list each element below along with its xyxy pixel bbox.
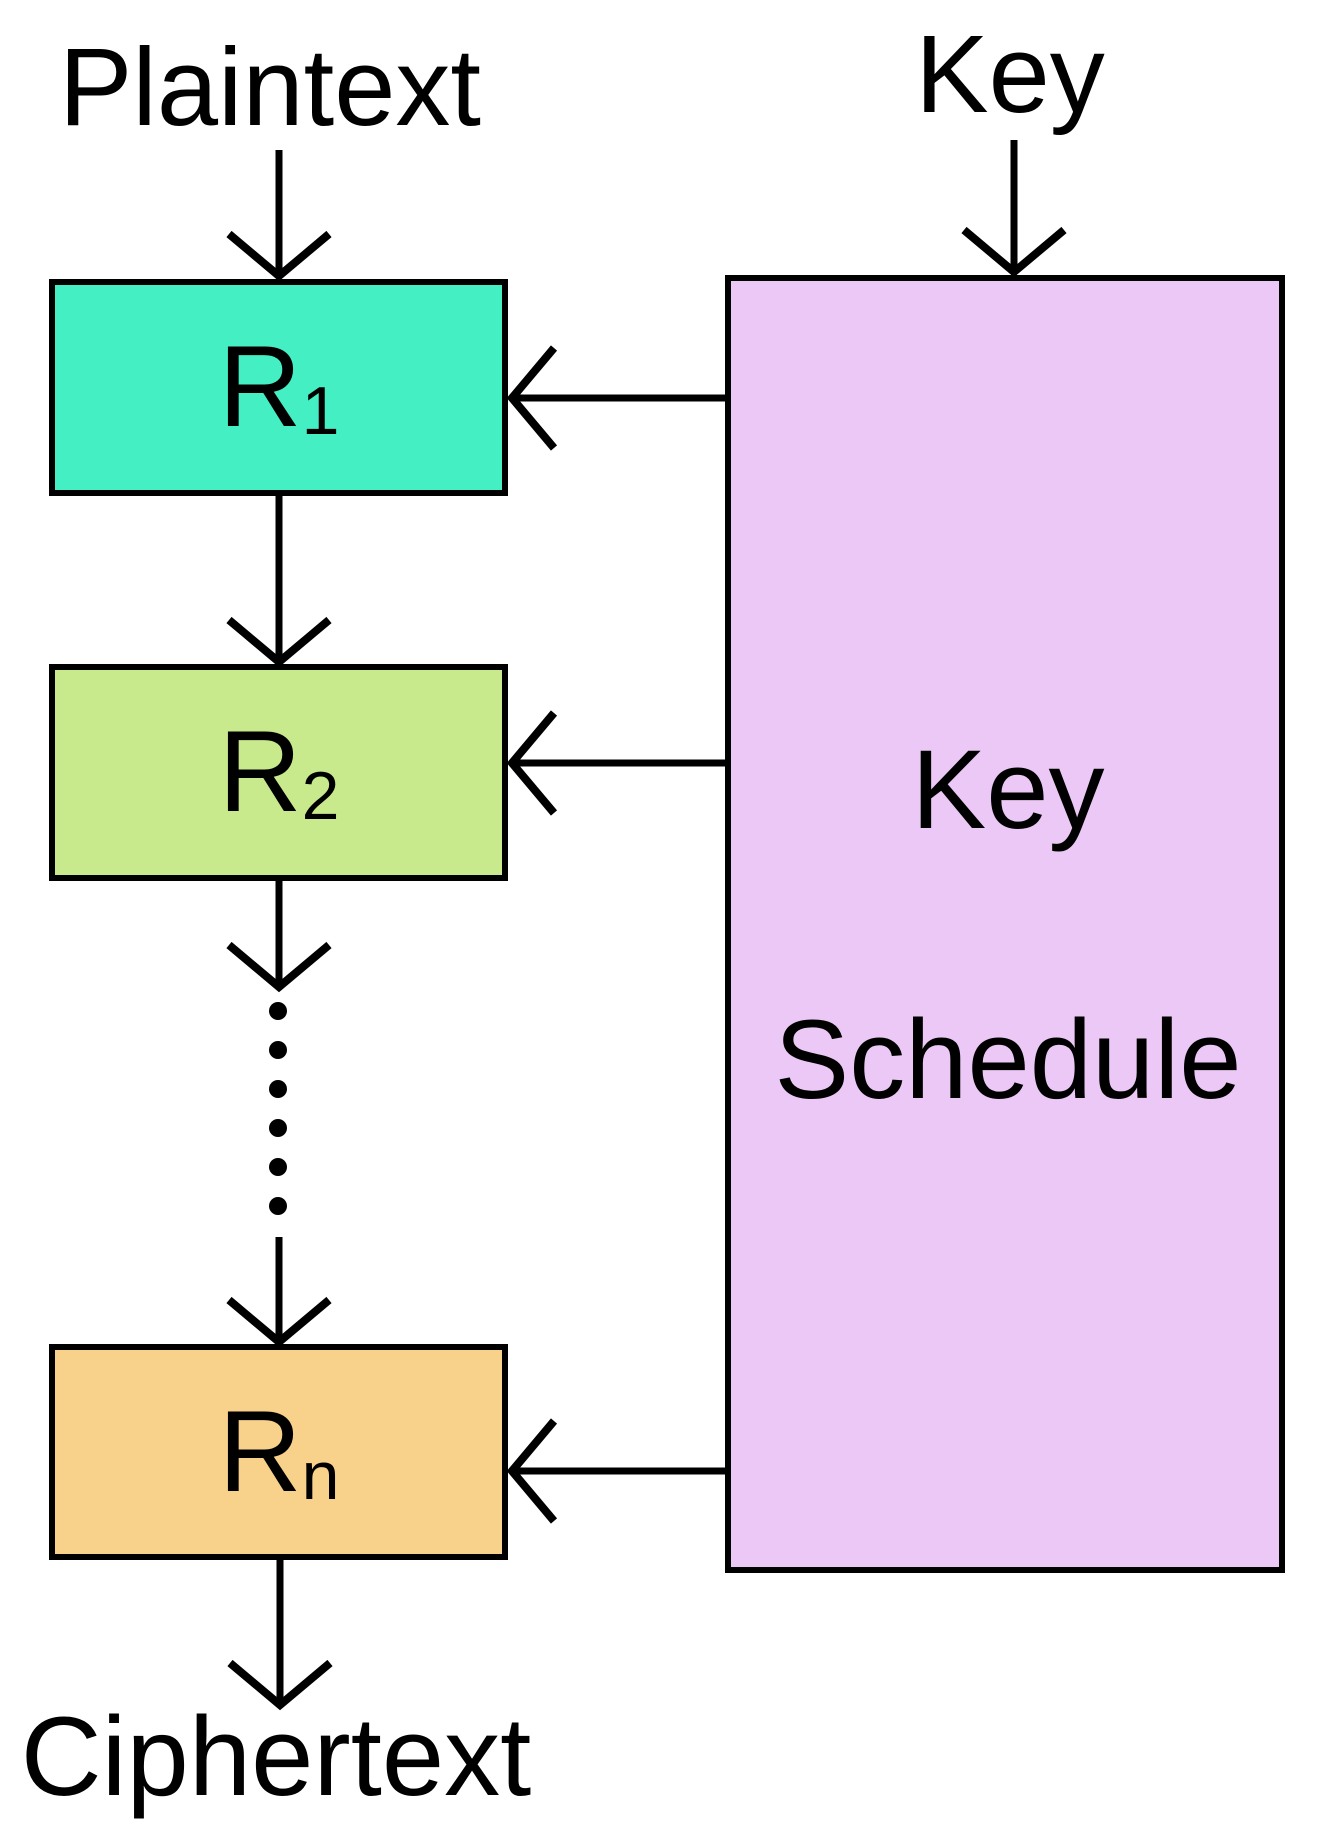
ellipsis-dot xyxy=(269,1002,287,1020)
arrow-ellipsis-to-round-n xyxy=(226,1237,332,1348)
round-1-base: R xyxy=(219,323,302,451)
round-2-label: R2 xyxy=(219,708,340,836)
ciphertext-label: Ciphertext xyxy=(21,1694,531,1819)
key-schedule-label-line1: Key xyxy=(912,727,1105,852)
arrow-round-n-to-ciphertext xyxy=(227,1557,333,1711)
ellipsis-dot xyxy=(269,1197,287,1215)
arrow-round-1-to-round-2 xyxy=(226,493,332,668)
round-2-subscript: 2 xyxy=(302,758,340,834)
key-schedule-label-line2: Schedule xyxy=(774,997,1241,1122)
arrow-key-to-key-schedule xyxy=(961,140,1067,278)
ellipsis-dot xyxy=(269,1041,287,1059)
round-1-subscript: 1 xyxy=(302,373,340,449)
round-n-base: R xyxy=(219,1388,302,1516)
key-input-label: Key xyxy=(915,13,1105,136)
arrow-key-schedule-to-round-1 xyxy=(506,345,728,451)
key-schedule-box xyxy=(725,275,1285,1573)
ellipsis-dot xyxy=(269,1119,287,1137)
arrow-key-schedule-to-round-n xyxy=(506,1418,728,1524)
arrow-plaintext-to-round-1 xyxy=(226,150,332,282)
ellipsis-dot xyxy=(269,1158,287,1176)
arrow-round-2-to-ellipsis xyxy=(226,878,332,993)
round-n-box xyxy=(49,1344,508,1560)
round-n-label: Rn xyxy=(219,1388,340,1516)
ellipsis-dot xyxy=(269,1080,287,1098)
round-2-base: R xyxy=(219,708,302,836)
round-1-label: R1 xyxy=(219,323,340,451)
plaintext-label: Plaintext xyxy=(59,26,481,149)
ellipsis-dots xyxy=(269,1002,287,1215)
round-n-subscript: n xyxy=(302,1438,340,1514)
round-1-box xyxy=(49,279,508,496)
arrow-key-schedule-to-round-2 xyxy=(506,710,728,816)
